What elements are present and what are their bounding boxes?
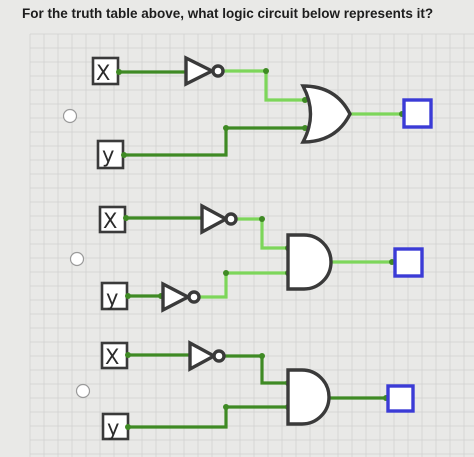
option-c: X y [75, 340, 415, 441]
junction-dot [123, 215, 129, 221]
junction-dot [125, 424, 131, 430]
junction-dot [125, 352, 131, 358]
or-gate [300, 84, 352, 144]
wire-not-to-and [222, 354, 290, 385]
input-y-box [101, 412, 130, 441]
not-bubble [224, 212, 238, 226]
not-bubble [187, 290, 201, 304]
option-a-radio[interactable] [62, 108, 78, 124]
option-c-radio[interactable] [75, 383, 91, 399]
junction-dot [259, 353, 265, 359]
input-x-label: X [103, 209, 117, 233]
output-box [386, 384, 415, 413]
option-a: X y [62, 55, 433, 170]
junction-dot [125, 293, 131, 299]
wire-y-to-or [122, 126, 307, 157]
wire-not-to-and [200, 271, 290, 299]
not-bubble [211, 64, 225, 78]
not-gate [188, 340, 218, 372]
option-b: X y [69, 203, 424, 313]
junction-dot [116, 69, 122, 75]
output-box [393, 247, 424, 278]
not-bubble [212, 349, 226, 363]
junction-dot [223, 404, 229, 410]
junction-dot [223, 125, 229, 131]
output-box [402, 98, 433, 129]
junction-dot [121, 152, 127, 158]
not-gate [200, 203, 230, 235]
not-gate [184, 55, 216, 87]
not-gate [161, 281, 192, 313]
input-y-label: y [106, 286, 118, 310]
input-x-label: X [96, 61, 110, 85]
wire-not-to-and [234, 217, 290, 250]
input-x-label: X [105, 345, 119, 369]
wire-y-to-and [126, 405, 290, 429]
input-y-label: y [102, 143, 114, 167]
junction-dot [263, 68, 269, 74]
and-gate [286, 233, 333, 291]
input-y-label: y [107, 416, 119, 440]
question-text: For the truth table above, what logic ci… [22, 6, 434, 21]
junction-dot [223, 270, 229, 276]
junction-dot [259, 216, 265, 222]
wire-not-to-or [223, 69, 307, 102]
option-b-radio[interactable] [69, 251, 85, 267]
and-gate [286, 368, 331, 426]
